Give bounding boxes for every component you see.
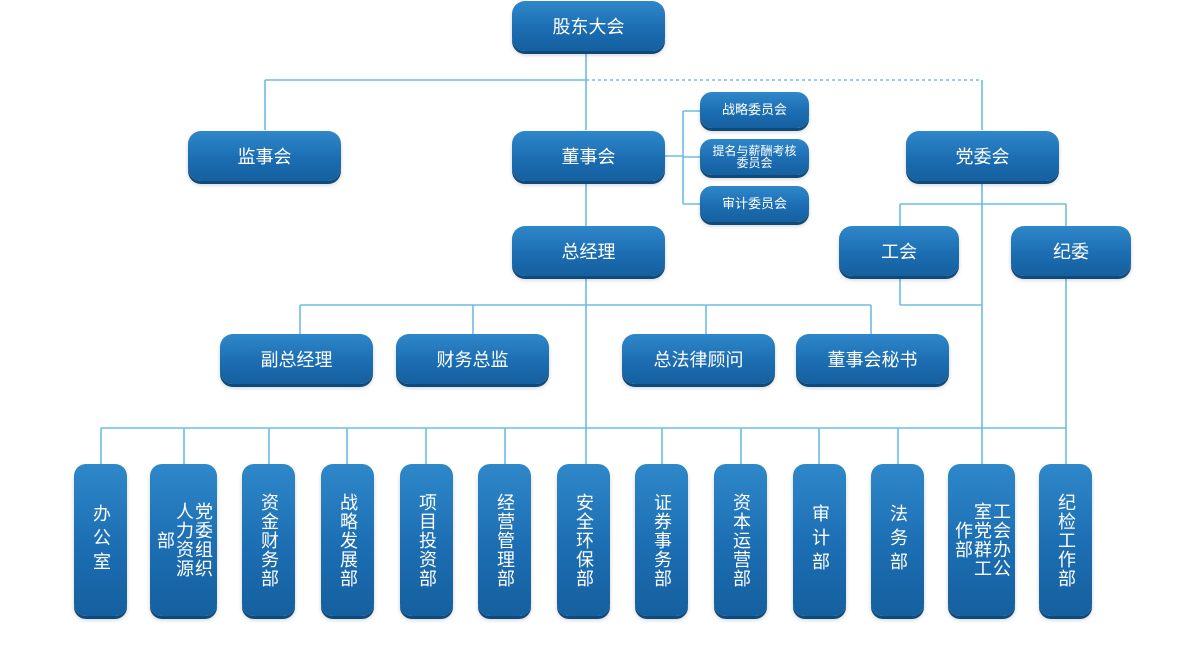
department-node-union-party: 工会办公室党群工作部 <box>948 464 1015 616</box>
department-label: 经营管理部 <box>494 492 515 588</box>
general-counsel-node: 总法律顾问 <box>622 334 775 384</box>
nomination-compensation-committee-node: 提名与薪酬考核委员会 <box>700 139 809 175</box>
supervisory-board-node: 监事会 <box>188 131 341 181</box>
department-node-securities: 证券事务部 <box>635 464 688 616</box>
chief-financial-officer-label: 财务总监 <box>436 350 509 371</box>
department-label: 安全环保部 <box>573 492 594 588</box>
department-label: 证券事务部 <box>651 492 672 588</box>
department-node-audit: 审计部 <box>793 464 846 616</box>
department-node-discipline: 纪检工作部 <box>1039 464 1092 616</box>
department-node-finance: 资金财务部 <box>242 464 295 616</box>
department-node-safety: 安全环保部 <box>557 464 610 616</box>
general-counsel-label: 总法律顾问 <box>653 350 744 371</box>
department-label: 战略发展部 <box>337 492 358 588</box>
discipline-committee-node: 纪委 <box>1011 226 1131 276</box>
general-manager-node: 总经理 <box>512 226 665 276</box>
party-committee-label: 党委会 <box>955 147 1010 168</box>
department-node-legal: 法务部 <box>871 464 924 616</box>
shareholders-meeting-node: 股东大会 <box>512 1 665 51</box>
supervisory-board-label: 监事会 <box>237 147 292 168</box>
deputy-general-manager-node: 副总经理 <box>220 334 373 384</box>
department-label: 党委组织人力资源部 <box>154 502 213 578</box>
audit-committee-label: 审计委员会 <box>721 196 787 212</box>
shareholders-meeting-label: 股东大会 <box>552 17 625 38</box>
board-secretary-node: 董事会秘书 <box>796 334 949 384</box>
nomination-compensation-committee-label: 提名与薪酬考核委员会 <box>712 144 797 170</box>
board-of-directors-label: 董事会 <box>561 147 616 168</box>
party-committee-node: 党委会 <box>906 131 1059 181</box>
department-label: 办公室 <box>90 504 111 576</box>
department-node-capital: 资本运营部 <box>714 464 767 616</box>
department-node-investment: 项目投资部 <box>400 464 453 616</box>
general-manager-label: 总经理 <box>561 242 616 263</box>
chief-financial-officer-node: 财务总监 <box>396 334 549 384</box>
department-label: 资本运营部 <box>730 492 751 588</box>
labor-union-label: 工会 <box>881 242 917 263</box>
department-node-operations: 经营管理部 <box>478 464 531 616</box>
department-label: 资金财务部 <box>258 492 279 588</box>
board-secretary-label: 董事会秘书 <box>827 350 918 371</box>
department-label: 法务部 <box>887 504 908 576</box>
board-of-directors-node: 董事会 <box>512 131 665 181</box>
department-node-strategy: 战略发展部 <box>321 464 374 616</box>
labor-union-node: 工会 <box>839 226 959 276</box>
discipline-committee-label: 纪委 <box>1053 242 1089 263</box>
strategy-committee-label: 战略委员会 <box>721 102 787 118</box>
audit-committee-node: 审计委员会 <box>700 186 809 222</box>
deputy-general-manager-label: 副总经理 <box>260 350 333 371</box>
department-node-office: 办公室 <box>74 464 127 616</box>
department-label: 审计部 <box>809 504 830 576</box>
department-label: 纪检工作部 <box>1055 492 1076 588</box>
strategy-committee-node: 战略委员会 <box>700 92 809 128</box>
department-label: 工会办公室党群工作部 <box>952 502 1011 578</box>
department-node-party-hr: 党委组织人力资源部 <box>150 464 217 616</box>
department-label: 项目投资部 <box>416 492 437 588</box>
